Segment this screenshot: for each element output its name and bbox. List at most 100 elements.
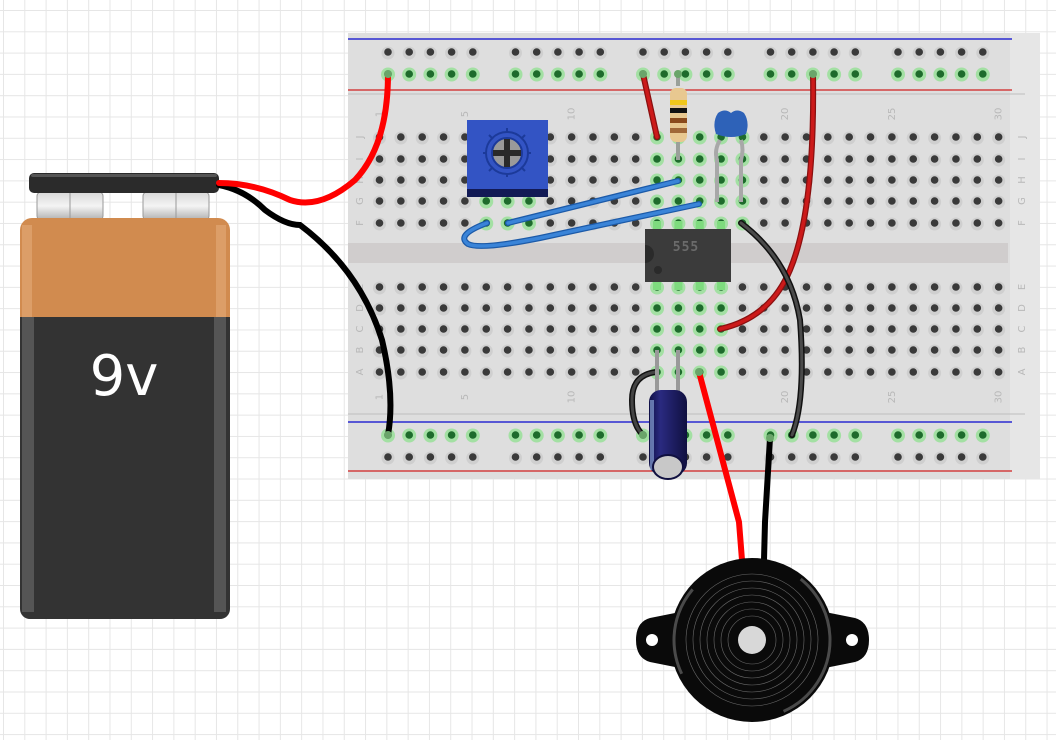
breadboard-hole[interactable] [885, 174, 899, 188]
breadboard-hole[interactable] [437, 281, 451, 295]
breadboard-hole[interactable] [565, 366, 579, 380]
power-rail-hole[interactable] [912, 428, 927, 443]
breadboard-hole[interactable] [757, 366, 771, 380]
breadboard-hole[interactable] [415, 217, 429, 231]
power-rail-hole[interactable] [827, 451, 841, 465]
breadboard-hole[interactable] [992, 344, 1006, 358]
resistor[interactable] [670, 74, 687, 160]
breadboard-hole[interactable] [394, 131, 408, 145]
breadboard-hole[interactable] [906, 153, 920, 167]
breadboard-hole[interactable] [373, 217, 386, 231]
breadboard-hole[interactable] [671, 322, 686, 337]
piezo-buzzer[interactable] [636, 558, 869, 722]
breadboard-hole[interactable] [650, 152, 665, 167]
breadboard-hole[interactable] [949, 366, 963, 380]
breadboard-hole[interactable] [607, 281, 621, 295]
power-rail-hole[interactable] [465, 67, 480, 82]
breadboard-hole[interactable] [437, 302, 451, 316]
breadboard-hole[interactable] [479, 281, 493, 295]
breadboard-hole[interactable] [864, 174, 878, 188]
breadboard-hole[interactable] [501, 281, 515, 295]
breadboard-hole[interactable] [415, 302, 429, 316]
breadboard-hole[interactable] [778, 174, 792, 188]
power-rail-hole[interactable] [509, 451, 522, 465]
breadboard-hole[interactable] [992, 131, 1006, 145]
breadboard-hole[interactable] [778, 344, 792, 358]
breadboard-hole[interactable] [373, 366, 386, 380]
breadboard-hole[interactable] [778, 217, 792, 231]
breadboard-hole[interactable] [692, 152, 707, 167]
breadboard-hole[interactable] [928, 195, 942, 209]
battery-negative-wire[interactable] [216, 182, 394, 438]
power-rail-hole[interactable] [933, 451, 947, 465]
breadboard-hole[interactable] [885, 302, 899, 316]
breadboard-hole[interactable] [586, 174, 600, 188]
breadboard-hole[interactable] [800, 281, 813, 295]
power-rail-hole[interactable] [572, 46, 586, 60]
power-rail-hole[interactable] [784, 67, 799, 82]
breadboard-hole[interactable] [949, 302, 963, 316]
breadboard-hole[interactable] [714, 365, 729, 380]
breadboard-hole[interactable] [458, 366, 472, 380]
breadboard-hole[interactable] [565, 131, 579, 145]
breadboard-hole[interactable] [885, 281, 899, 295]
breadboard-hole[interactable] [821, 174, 835, 188]
breadboard-hole[interactable] [501, 323, 515, 337]
power-rail-hole[interactable] [912, 46, 926, 60]
breadboard-hole[interactable] [522, 302, 536, 316]
breadboard-hole[interactable] [586, 153, 600, 167]
breadboard-hole[interactable] [928, 217, 942, 231]
breadboard-hole[interactable] [394, 217, 408, 231]
breadboard-hole[interactable] [437, 344, 451, 358]
breadboard-hole[interactable] [692, 173, 707, 188]
breadboard-hole[interactable] [394, 281, 408, 295]
ic-555[interactable]: 555 [645, 221, 731, 290]
breadboard-hole[interactable] [437, 195, 451, 209]
power-rail-hole[interactable] [785, 46, 799, 60]
power-rail-hole[interactable] [423, 46, 437, 60]
breadboard-hole[interactable] [629, 174, 643, 188]
breadboard-hole[interactable] [437, 366, 451, 380]
power-rail-hole[interactable] [444, 428, 459, 443]
breadboard-hole[interactable] [394, 366, 408, 380]
power-rail-hole[interactable] [636, 451, 650, 465]
breadboard-hole[interactable] [928, 131, 942, 145]
breadboard-hole[interactable] [821, 323, 835, 337]
power-rail-hole[interactable] [529, 428, 544, 443]
breadboard-hole[interactable] [778, 323, 792, 337]
power-rail-hole[interactable] [530, 46, 544, 60]
breadboard-hole[interactable] [373, 302, 386, 316]
breadboard-hole[interactable] [415, 344, 429, 358]
breadboard-hole[interactable] [629, 344, 643, 358]
breadboard-hole[interactable] [394, 302, 408, 316]
power-rail-hole[interactable] [720, 67, 735, 82]
breadboard-hole[interactable] [778, 131, 792, 145]
breadboard-hole[interactable] [543, 323, 557, 337]
power-rail-hole[interactable] [721, 46, 735, 60]
breadboard-hole[interactable] [970, 153, 984, 167]
breadboard-hole[interactable] [949, 281, 963, 295]
breadboard-hole[interactable] [842, 174, 856, 188]
breadboard-hole[interactable] [735, 281, 749, 295]
breadboard-hole[interactable] [650, 322, 665, 337]
breadboard-hole[interactable] [522, 366, 536, 380]
power-rail-hole[interactable] [572, 428, 587, 443]
battery-9v[interactable]: 9v [20, 173, 230, 619]
breadboard-hole[interactable] [992, 302, 1006, 316]
breadboard-hole[interactable] [415, 366, 429, 380]
breadboard-hole[interactable] [970, 131, 984, 145]
breadboard-hole[interactable] [415, 153, 429, 167]
power-rail-hole[interactable] [466, 451, 480, 465]
breadboard-hole[interactable] [671, 301, 686, 316]
breadboard-hole[interactable] [373, 153, 386, 167]
breadboard-hole[interactable] [949, 323, 963, 337]
breadboard-hole[interactable] [842, 344, 856, 358]
breadboard-hole[interactable] [864, 217, 878, 231]
breadboard-hole[interactable] [821, 195, 835, 209]
breadboard-hole[interactable] [864, 302, 878, 316]
power-rail-hole[interactable] [699, 428, 714, 443]
breadboard-hole[interactable] [479, 344, 493, 358]
power-rail-hole[interactable] [572, 67, 587, 82]
breadboard-hole[interactable] [565, 174, 579, 188]
breadboard-hole[interactable] [394, 323, 408, 337]
